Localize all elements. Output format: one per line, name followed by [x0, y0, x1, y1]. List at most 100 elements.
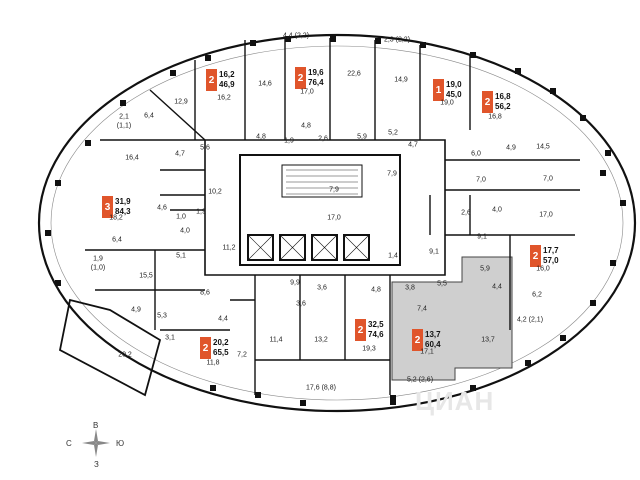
room-area-label: 6,4	[144, 112, 154, 120]
room-area-label: 1,9	[284, 137, 294, 145]
room-area-label: 2,3 (2,2)	[383, 36, 411, 44]
room-area-label: 4,4	[492, 283, 502, 291]
room-area-label: 1,9	[196, 208, 206, 216]
room-area-label: 3,8	[405, 284, 415, 292]
room-count: 2	[482, 91, 493, 113]
total-area: 46,9	[219, 80, 235, 89]
room-area-label: 17,0	[327, 214, 341, 222]
room-area-label: 5,9	[480, 265, 490, 273]
room-area-label: 5,9	[357, 133, 367, 141]
room-area-label: 1,4	[388, 252, 398, 260]
living-area: 19,0	[446, 80, 462, 89]
room-area-label: 9,1	[429, 248, 439, 256]
compass-rose-icon	[82, 429, 110, 457]
room-area-label: 11,2	[222, 244, 236, 252]
room-area-label: 1,0	[176, 213, 186, 221]
room-area-label: 11,4	[269, 336, 283, 344]
total-area: 76,4	[308, 78, 324, 87]
room-area-label: 4,8	[301, 122, 311, 130]
living-area: 13,7	[425, 330, 441, 339]
total-area: 84,3	[115, 207, 131, 216]
building-outline	[37, 33, 637, 413]
room-area-label: 16,2	[217, 94, 231, 102]
total-area: 56,2	[495, 102, 511, 111]
room-area-label: 7,9	[387, 170, 397, 178]
room-area-label: 17,0	[539, 211, 553, 219]
room-area-label: 14,6	[258, 80, 272, 88]
core	[239, 154, 401, 266]
room-area-label: 8,6	[200, 289, 210, 297]
room-area-label: 19,3	[362, 345, 376, 353]
room-area-label: 4,7	[408, 141, 418, 149]
room-area-label: 4,4 (2,2)	[282, 32, 310, 40]
room-area-label: (1,1)	[116, 122, 132, 130]
room-area-label: 22,6	[347, 70, 361, 78]
room-area-label: 20,2	[118, 351, 132, 359]
total-area: 60,4	[425, 340, 441, 349]
room-area-label: 16,4	[125, 154, 139, 162]
compass-west: С	[66, 439, 72, 448]
room-area-label: 18,2	[109, 214, 123, 222]
room-area-label: 10,2	[208, 188, 222, 196]
living-area: 20,2	[213, 338, 229, 347]
room-area-label: 14,9	[394, 76, 408, 84]
room-area-label: 11,8	[206, 359, 220, 367]
compass-east: Ю	[116, 439, 125, 448]
room-area-label: 3,1	[165, 334, 175, 342]
living-area: 17,7	[543, 246, 559, 255]
total-area: 57,0	[543, 256, 559, 265]
room-area-label: 2,6	[461, 209, 471, 217]
room-area-label: 13,2	[314, 336, 328, 344]
room-area-label: 7,0	[476, 176, 486, 184]
room-count: 2	[530, 245, 541, 267]
room-area-label: 17,1	[420, 348, 434, 356]
living-area: 16,8	[495, 92, 511, 101]
compass-south: З	[94, 460, 99, 469]
total-area: 45,0	[446, 90, 462, 99]
room-count: 2	[412, 329, 423, 351]
room-area-label: 6,2	[532, 291, 542, 299]
room-area-label: 5,5	[437, 280, 447, 288]
room-count: 2	[206, 69, 217, 91]
room-area-label: 15,5	[139, 272, 153, 280]
room-area-label: (1,0)	[90, 264, 106, 272]
room-area-label: 19,0	[440, 99, 454, 107]
room-area-label: 16,0	[536, 265, 550, 273]
room-area-label: 13,7	[481, 336, 495, 344]
room-area-label: 2,6	[318, 135, 328, 143]
room-area-label: 5,1	[176, 252, 186, 260]
living-area: 16,2	[219, 70, 235, 79]
total-area: 65,5	[213, 348, 229, 357]
room-area-label: 6,0	[471, 150, 481, 158]
room-area-label: 16,8	[488, 113, 502, 121]
room-area-label: 4,0	[180, 227, 190, 235]
room-area-label: 4,8	[256, 133, 266, 141]
compass	[78, 425, 114, 461]
room-area-label: 17,6 (8,8)	[306, 384, 336, 392]
room-area-label: 2,1	[119, 113, 129, 121]
room-area-label: 3,6	[296, 300, 306, 308]
room-area-label: 5,3	[157, 312, 167, 320]
room-count: 2	[355, 319, 366, 341]
room-area-label: 4,9	[131, 306, 141, 314]
room-area-label: 1,9	[93, 255, 103, 263]
room-area-label: 5,2 (2,6)	[406, 376, 434, 384]
room-area-label: 4,8	[371, 286, 381, 294]
room-count: 1	[433, 79, 444, 101]
room-area-label: 4,9	[506, 144, 516, 152]
room-area-label: 9,1	[477, 233, 487, 241]
watermark: ЦИАН	[415, 386, 495, 416]
living-area: 31,9	[115, 197, 131, 206]
room-count: 2	[295, 67, 306, 89]
room-area-label: 17,0	[300, 88, 314, 96]
room-area-label: 7,2	[237, 351, 247, 359]
